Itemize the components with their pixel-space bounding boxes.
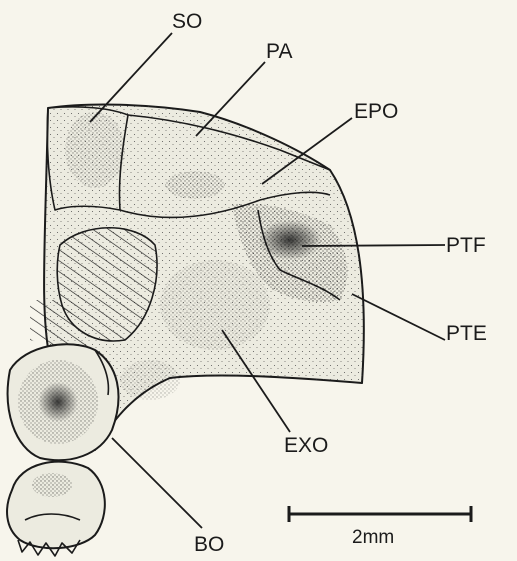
label-pte: PTE	[446, 322, 487, 345]
label-so: SO	[172, 10, 202, 33]
label-bo: BO	[194, 533, 224, 556]
scale-bar-label: 2mm	[352, 527, 394, 548]
label-epo: EPO	[354, 100, 398, 123]
label-pa: PA	[266, 40, 292, 63]
label-ptf: PTF	[446, 234, 486, 257]
scale-bar: 2mm	[289, 506, 471, 548]
basioccipital-region	[7, 344, 118, 556]
label-exo: EXO	[284, 434, 328, 457]
